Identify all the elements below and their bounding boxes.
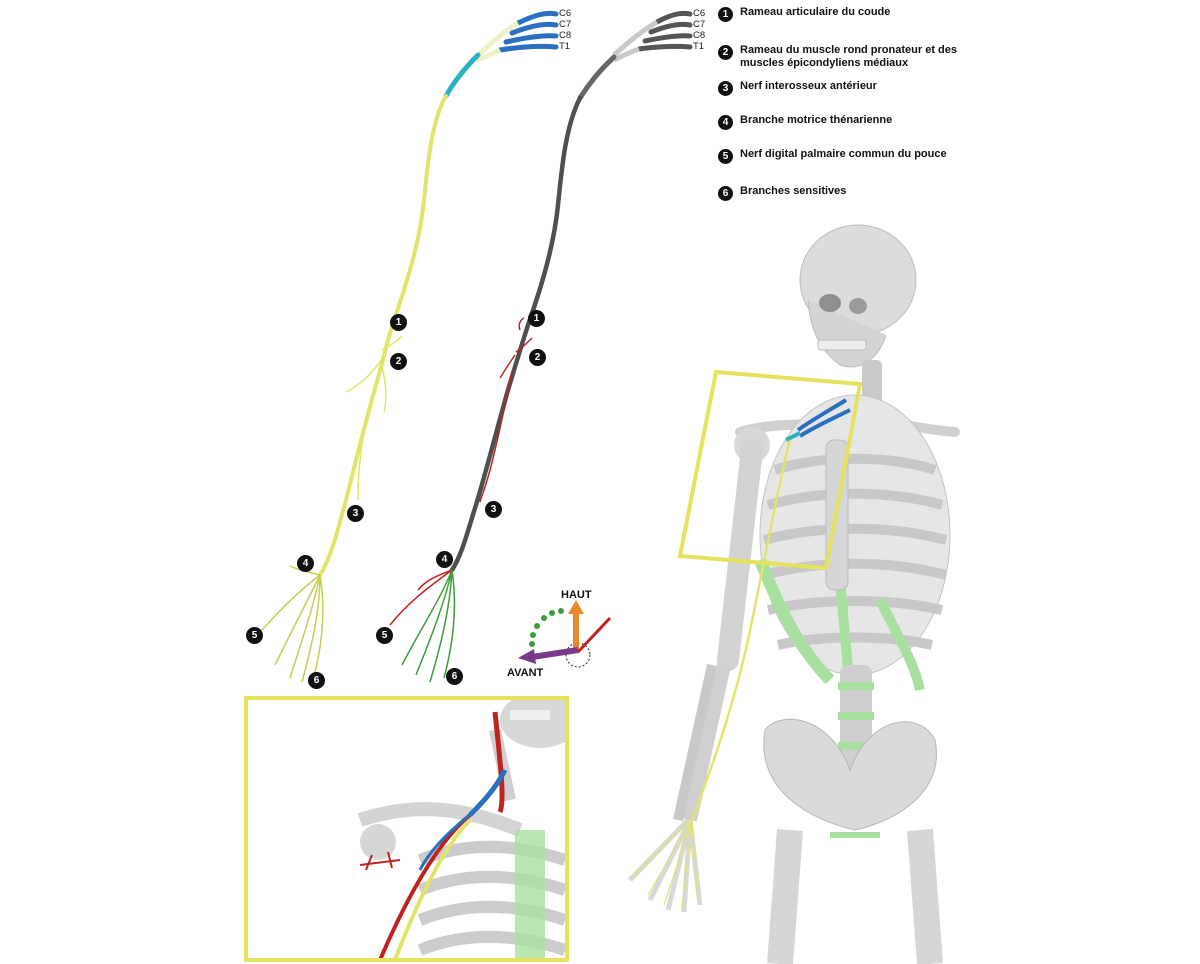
- legend-item-1: 1 Rameau articulaire du coude: [718, 6, 960, 22]
- legend-item-5: 5 Nerf digital palmaire commun du pouce: [718, 148, 960, 164]
- marker-2: 2: [529, 349, 546, 366]
- marker-3: 3: [485, 501, 502, 518]
- legend-number: 4: [718, 115, 733, 130]
- legend-item-2: 2 Rameau du muscle rond pronateur et des…: [718, 44, 960, 70]
- plexus-segment: [443, 52, 481, 99]
- orientation-front-label: AVANT: [507, 667, 544, 679]
- root-c6: [515, 10, 559, 26]
- legend-label: Nerf digital palmaire commun du pouce: [740, 148, 947, 160]
- root-c7: [509, 21, 559, 36]
- legend-number: 6: [718, 186, 733, 201]
- arm-nerve: [690, 439, 792, 821]
- marker-1: 1: [390, 314, 407, 331]
- humerus: [717, 439, 763, 671]
- orientation-up-label: HAUT: [561, 589, 592, 601]
- marker-1: 1: [528, 310, 545, 327]
- skeleton: [628, 224, 960, 964]
- focus-frame: [677, 369, 863, 571]
- marker-4: 4: [436, 551, 453, 568]
- root-label-t1: T1: [559, 41, 571, 52]
- legend-item-3: 3 Nerf interosseux antérieur: [718, 80, 960, 96]
- legend-number: 2: [718, 45, 733, 60]
- median-nerve-yellow: [261, 10, 559, 683]
- root-label-c8: C8: [559, 30, 572, 41]
- legend-number: 1: [718, 7, 733, 22]
- root-t1: [497, 43, 559, 53]
- legend-label: Branche motrice thénarienne: [740, 114, 893, 126]
- median-nerve-gray: [389, 10, 693, 683]
- root-label-c8: C8: [693, 30, 706, 41]
- legend-label: Rameau du muscle rond pronateur et des m…: [740, 44, 957, 69]
- marker-2: 2: [390, 353, 407, 370]
- root-label-c7: C7: [559, 19, 572, 30]
- nerve-trunk: [318, 94, 448, 577]
- root-label-t1: T1: [693, 41, 705, 52]
- root-label-c6: C6: [693, 8, 706, 19]
- root-label-c7: C7: [693, 19, 706, 30]
- arrow-front: [531, 647, 579, 660]
- legend-label: Nerf interosseux antérieur: [740, 80, 877, 92]
- marker-5: 5: [246, 627, 263, 644]
- inset-panel: [244, 696, 569, 962]
- forearm: [683, 663, 731, 822]
- legend-number: 5: [718, 149, 733, 164]
- marker-4: 4: [297, 555, 314, 572]
- marker-5: 5: [376, 627, 393, 644]
- legend-item-4: 4 Branche motrice thénarienne: [718, 114, 960, 130]
- marker-3: 3: [347, 505, 364, 522]
- root-label-c6: C6: [559, 8, 572, 19]
- pelvis: [763, 718, 937, 831]
- legend-item-6: 6 Branches sensitives: [718, 185, 960, 201]
- marker-6: 6: [308, 672, 325, 689]
- root-c8: [503, 33, 559, 45]
- marker-6: 6: [446, 668, 463, 685]
- legend-number: 3: [718, 81, 733, 96]
- legend-label: Branches sensitives: [740, 185, 847, 197]
- orientation-widget: [518, 600, 612, 668]
- legend-label: Rameau articulaire du coude: [740, 6, 891, 18]
